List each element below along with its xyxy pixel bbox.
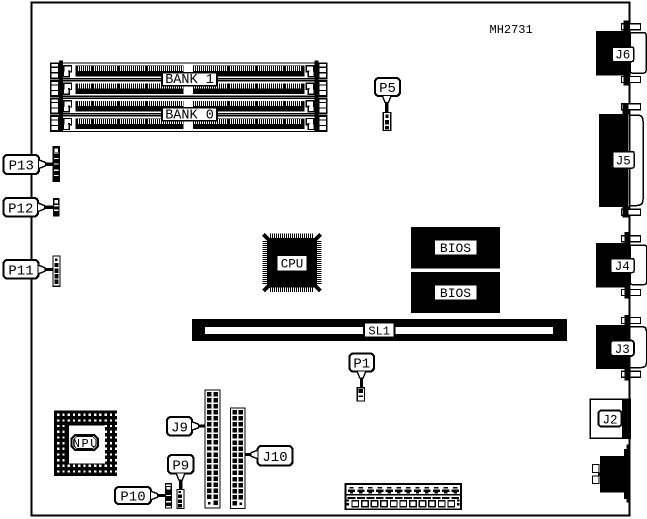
svg-text:P1: P1: [353, 357, 370, 373]
svg-text:J10: J10: [262, 450, 287, 466]
svg-text:NPU: NPU: [73, 437, 99, 451]
svg-text:J5: J5: [616, 155, 631, 169]
svg-text:P12: P12: [8, 201, 33, 217]
svg-text:P10: P10: [120, 490, 145, 506]
svg-text:J6: J6: [615, 49, 630, 63]
svg-text:P9: P9: [172, 458, 189, 474]
svg-text:J3: J3: [615, 343, 630, 357]
svg-text:SL1: SL1: [368, 324, 390, 338]
svg-text:BANK 1: BANK 1: [165, 73, 214, 88]
svg-text:BANK 0: BANK 0: [165, 108, 214, 123]
svg-text:BIOS: BIOS: [440, 241, 471, 256]
svg-text:P13: P13: [9, 159, 34, 175]
svg-text:CPU: CPU: [281, 257, 304, 271]
svg-text:BIOS: BIOS: [440, 286, 471, 301]
svg-text:P5: P5: [379, 81, 396, 97]
svg-text:J9: J9: [171, 420, 188, 436]
svg-text:P11: P11: [8, 263, 33, 279]
svg-text:J2: J2: [602, 413, 617, 427]
svg-text:J4: J4: [615, 260, 630, 274]
svg-text:MH2731: MH2731: [490, 23, 533, 37]
